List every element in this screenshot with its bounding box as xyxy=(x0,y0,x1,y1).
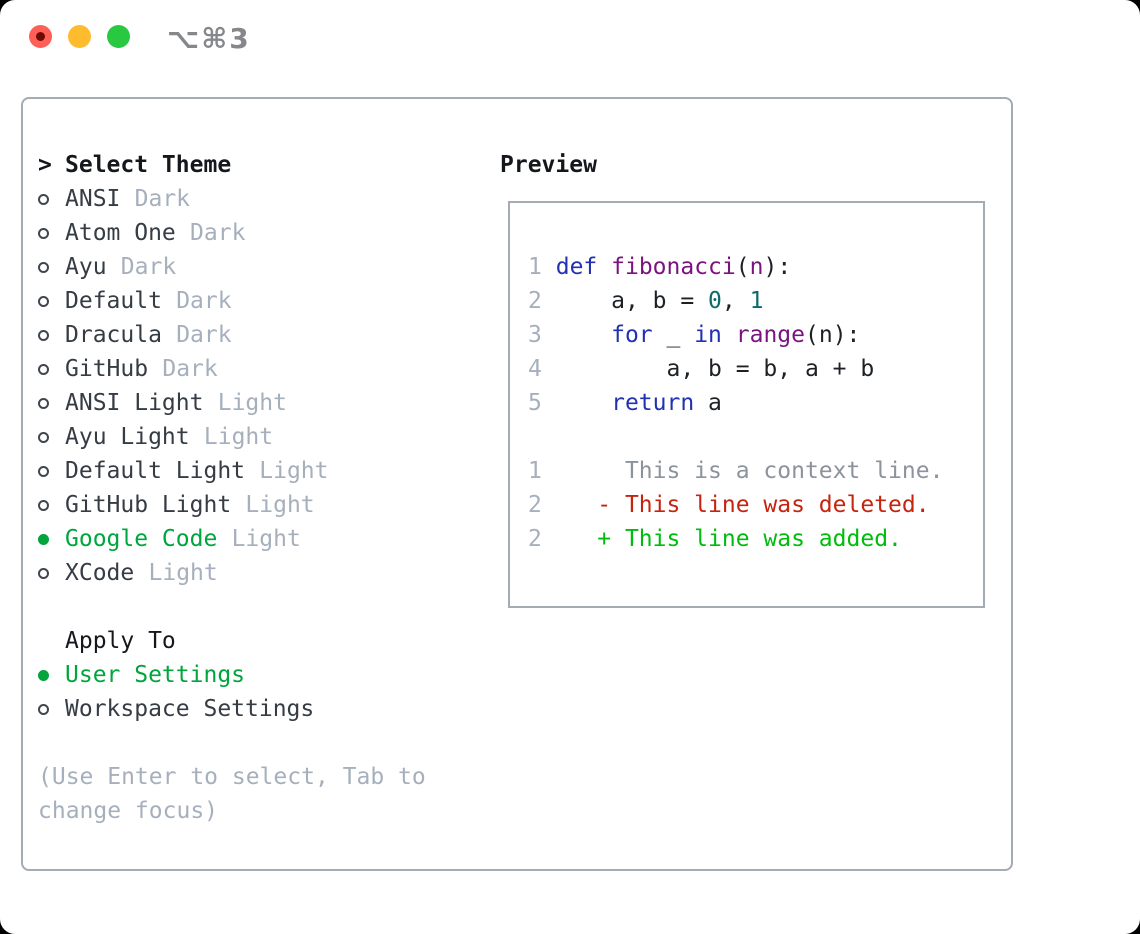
radio-icon xyxy=(38,227,49,239)
minimize-button[interactable] xyxy=(68,25,91,48)
cursor-caret-icon: > xyxy=(38,152,52,178)
help-text-line2: change focus) xyxy=(38,798,219,824)
theme-option-ayu-light[interactable]: Ayu Light Light xyxy=(38,420,273,454)
theme-variant-label: Dark xyxy=(120,254,177,280)
preview-pane xyxy=(508,201,985,608)
theme-option-default-light[interactable]: Default Light Light xyxy=(38,454,329,488)
diff-line-deleted: 2 - This line was deleted. xyxy=(528,492,930,518)
theme-variant-label: Dark xyxy=(176,288,232,314)
theme-variant-label: Light xyxy=(259,458,329,484)
preview-title: Preview xyxy=(500,152,597,178)
maximize-button[interactable] xyxy=(107,25,130,48)
window-title-shortcut: ⌥⌘3 xyxy=(167,22,251,55)
radio-icon xyxy=(38,295,49,307)
theme-list-header: > Select Theme xyxy=(38,148,231,182)
radio-icon xyxy=(38,363,49,375)
theme-option-ansi-light[interactable]: ANSI Light Light xyxy=(38,386,287,420)
apply-to-title: Apply To xyxy=(65,628,176,654)
radio-icon xyxy=(38,567,49,579)
theme-variant-label: Dark xyxy=(176,322,232,348)
radio-icon xyxy=(38,499,49,511)
theme-option-ayu-dark[interactable]: Ayu Dark xyxy=(38,250,176,284)
theme-variant-label: Light xyxy=(245,492,315,518)
code-line: 5 return a xyxy=(528,390,722,416)
theme-picker-panel xyxy=(21,97,1013,871)
theme-variant-label: Dark xyxy=(190,220,246,246)
radio-icon xyxy=(38,261,49,273)
radio-icon xyxy=(38,397,49,409)
theme-variant-label: Dark xyxy=(162,356,218,382)
theme-option-github-light[interactable]: GitHub Light Light xyxy=(38,488,315,522)
diff-line-added: 2 + This line was added. xyxy=(528,526,902,552)
help-text-line1: (Use Enter to select, Tab to xyxy=(38,764,426,790)
titlebar: ⌥⌘3 xyxy=(0,0,1140,80)
theme-variant-label: Light xyxy=(148,560,218,586)
close-dot-icon xyxy=(36,32,45,41)
radio-icon xyxy=(38,703,49,715)
diff-line-context: 1 This is a context line. xyxy=(528,458,944,484)
radio-icon xyxy=(38,431,49,443)
apply-option-user-settings[interactable]: User Settings xyxy=(38,658,245,692)
traffic-lights xyxy=(29,25,130,48)
theme-variant-label: Light xyxy=(217,390,287,416)
radio-icon xyxy=(38,193,49,205)
radio-icon xyxy=(38,465,49,477)
theme-option-atom-one-dark[interactable]: Atom One Dark xyxy=(38,216,245,250)
radio-selected-icon xyxy=(38,533,49,545)
apply-option-workspace-settings[interactable]: Workspace Settings xyxy=(38,692,314,726)
theme-option-xcode[interactable]: XCode Light xyxy=(38,556,218,590)
radio-icon xyxy=(38,329,49,341)
theme-option-github-dark[interactable]: GitHub Dark xyxy=(38,352,218,386)
radio-selected-icon xyxy=(38,669,49,681)
code-line: 3 for _ in range(n): xyxy=(528,322,861,348)
code-line: 1 def fibonacci(n): xyxy=(528,254,792,280)
close-button[interactable] xyxy=(29,25,52,48)
code-line: 2 a, b = 0, 1 xyxy=(528,288,764,314)
theme-variant-label: Light xyxy=(231,526,301,552)
theme-option-ansi-dark[interactable]: ANSI Dark xyxy=(38,182,190,216)
theme-option-google-code[interactable]: Google Code Light xyxy=(38,522,301,556)
theme-variant-label: Light xyxy=(203,424,274,450)
theme-option-dracula-dark[interactable]: Dracula Dark xyxy=(38,318,232,352)
theme-list-title: Select Theme xyxy=(65,152,232,178)
code-line: 4 a, b = b, a + b xyxy=(528,356,875,382)
theme-variant-label: Dark xyxy=(134,186,191,212)
theme-option-default-dark[interactable]: Default Dark xyxy=(38,284,232,318)
apply-to-header: Apply To xyxy=(38,624,176,658)
